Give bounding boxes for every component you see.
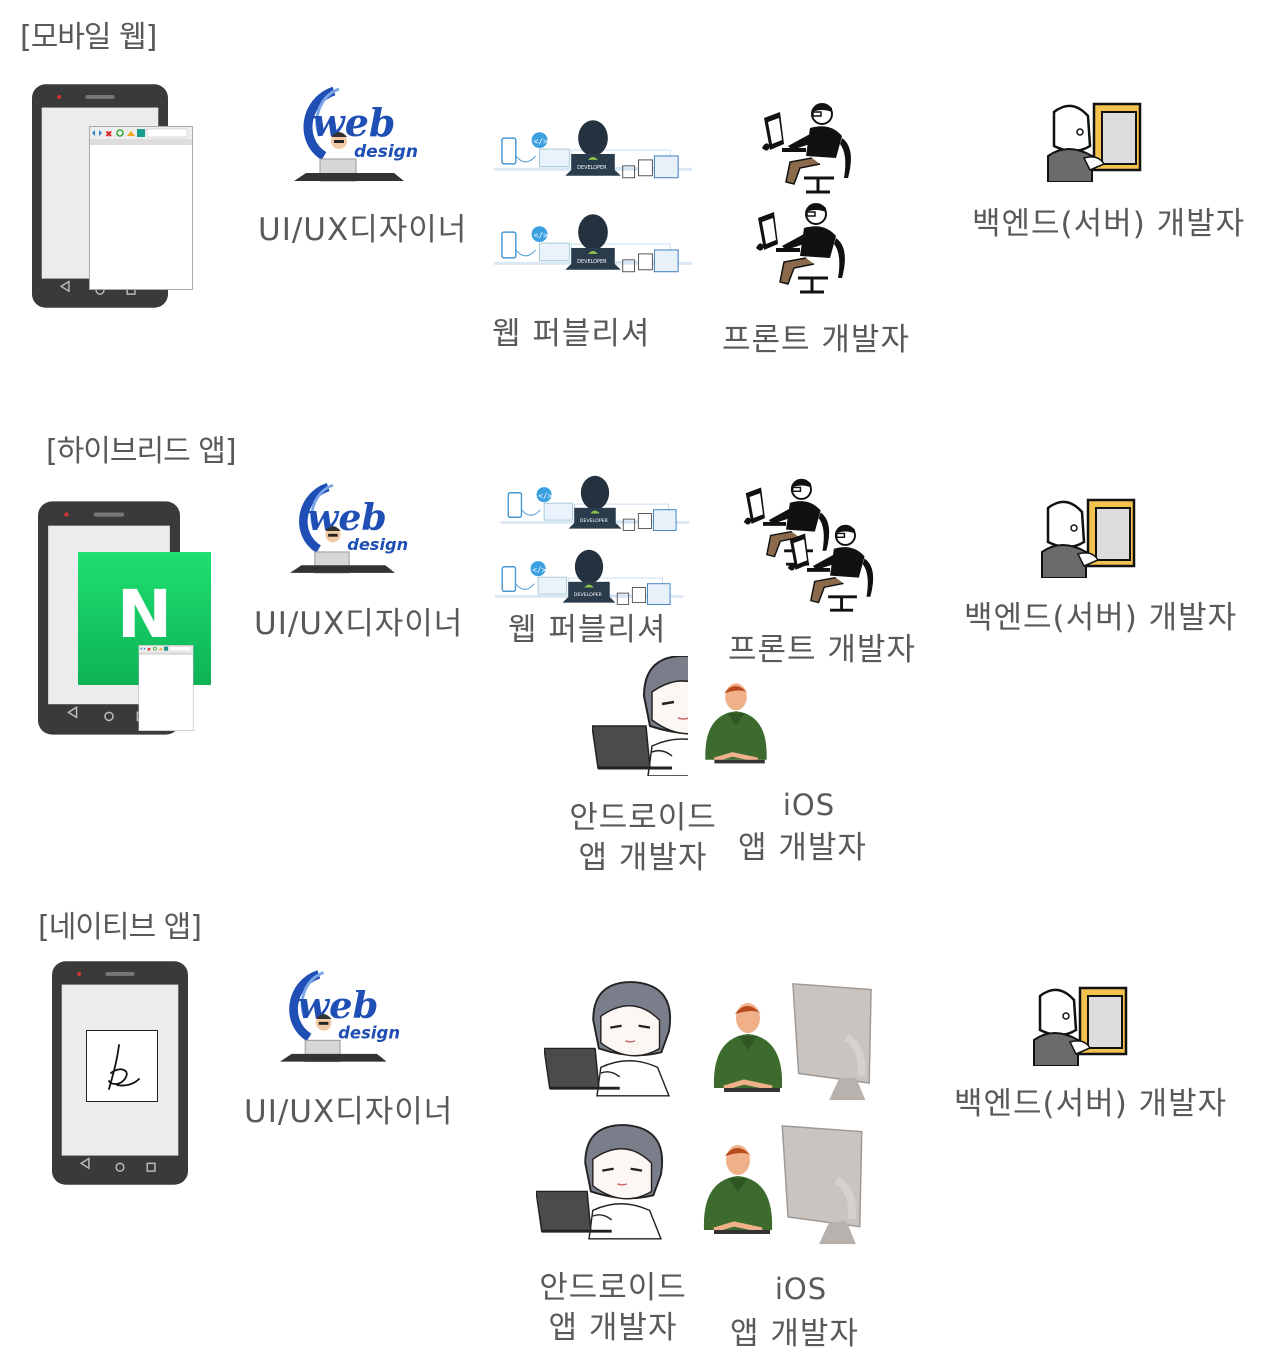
ios-label-line1: iOS — [782, 788, 836, 822]
native-app-icon — [86, 1030, 158, 1102]
front-developer-label: 프론트 개발자 — [722, 322, 910, 358]
backend-developer-illustration — [1044, 102, 1144, 182]
backend-developer-label: 백엔드(서버) 개발자 — [964, 600, 1238, 636]
android-label-line1: 안드로이드 — [569, 800, 717, 836]
front-developer-illustration — [746, 198, 856, 298]
web-design-logo — [290, 474, 414, 586]
section-title-native-app: [네이티브 앱] — [38, 910, 202, 945]
web-publisher-label: 웹 퍼블리셔 — [508, 612, 667, 648]
browser-window-icon — [121, 645, 211, 731]
web-publisher-label: 웹 퍼블리셔 — [492, 316, 651, 352]
browser-window-icon — [89, 126, 193, 290]
android-label-line2: 앱 개발자 — [578, 840, 708, 876]
web-publisher-illustration — [496, 472, 694, 538]
ios-developer-illustration — [698, 1138, 778, 1238]
android-developer-label: 안드로이드 앱 개발자 — [530, 1268, 696, 1348]
backend-developer-label: 백엔드(서버) 개발자 — [954, 1086, 1228, 1122]
android-developer-label: 안드로이드 앱 개발자 — [560, 798, 726, 878]
ui-ux-designer-label: UI/UX디자이너 — [258, 212, 468, 248]
signature-icon — [108, 1044, 140, 1090]
front-developer-illustration — [776, 520, 886, 616]
web-publisher-illustration — [490, 546, 688, 612]
front-developer-illustration — [752, 98, 862, 198]
web-design-logo — [280, 962, 406, 1074]
android-label-line2: 앱 개발자 — [548, 1310, 678, 1346]
section-title-mobile-web: [모바일 웹] — [20, 20, 157, 55]
ui-ux-designer-label: UI/UX디자이너 — [254, 606, 464, 642]
imac-illustration — [786, 980, 878, 1104]
ios-label-line2: 앱 개발자 — [730, 1316, 859, 1352]
android-developer-illustration — [544, 980, 686, 1098]
ios-developer-illustration — [708, 996, 788, 1096]
imac-illustration — [776, 1122, 868, 1248]
backend-developer-illustration — [1030, 986, 1130, 1066]
web-publisher-illustration — [494, 210, 692, 280]
android-developer-illustration — [536, 1122, 678, 1242]
android-label-line1: 안드로이드 — [539, 1270, 687, 1306]
ios-label-line1: iOS — [774, 1272, 828, 1306]
ios-label-line2: 앱 개발자 — [738, 830, 867, 866]
web-design-logo — [294, 80, 424, 192]
front-developer-label: 프론트 개발자 — [728, 632, 916, 668]
ios-developer-illustration — [700, 674, 772, 770]
section-title-hybrid-app: [하이브리드 앱] — [46, 434, 237, 469]
android-developer-illustration — [592, 656, 688, 776]
naver-letter: N — [116, 576, 173, 653]
web-publisher-illustration — [494, 116, 692, 186]
backend-developer-label: 백엔드(서버) 개발자 — [972, 206, 1246, 242]
ui-ux-designer-label: UI/UX디자이너 — [244, 1094, 454, 1130]
backend-developer-illustration — [1038, 498, 1138, 578]
